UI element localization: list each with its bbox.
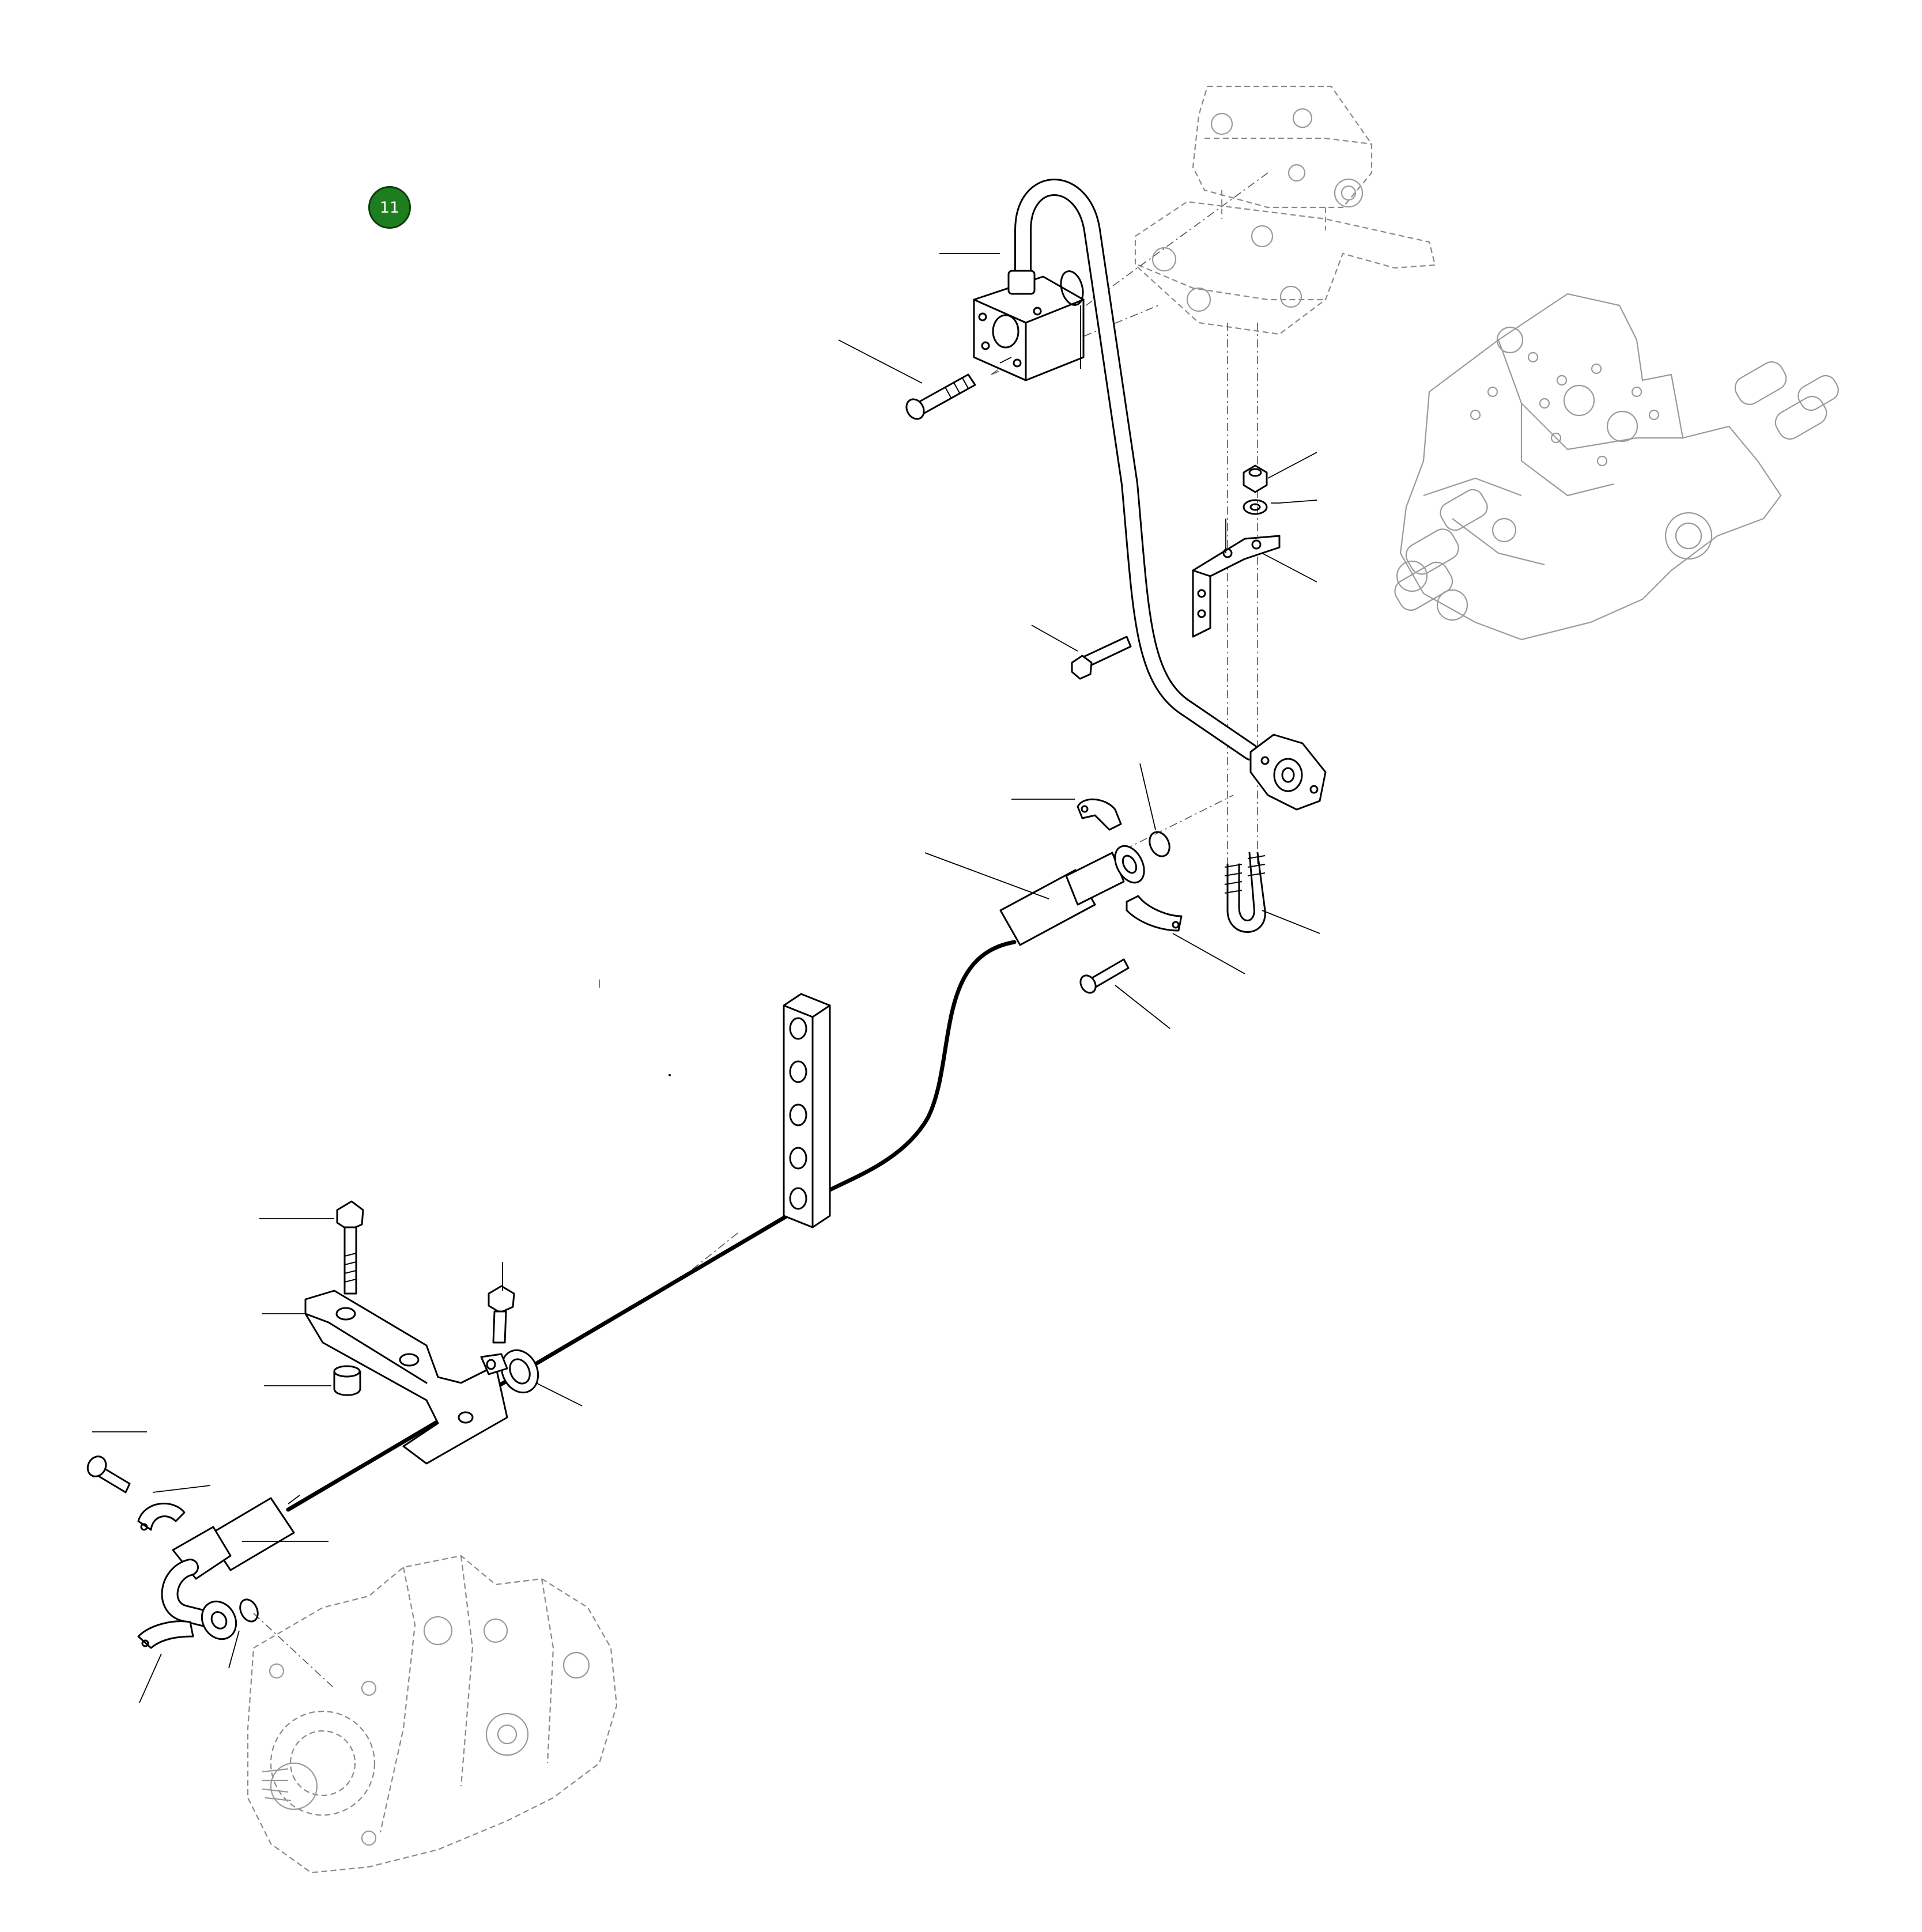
flexible-hose	[286, 940, 1017, 1512]
flange-bolt-lower-left	[336, 1200, 364, 1295]
callout-number: 11	[379, 198, 400, 217]
split-flange-half-lower-lower	[137, 1620, 194, 1649]
bolt-clamp	[488, 1285, 515, 1344]
spacer-sleeve	[333, 1365, 361, 1396]
u-bolt	[1224, 852, 1266, 933]
rigid-pipe-top	[1014, 179, 1259, 761]
p-clamp	[480, 1349, 539, 1394]
bolt-top	[905, 373, 976, 420]
square-flange-block	[973, 270, 1085, 381]
o-ring-top	[1060, 270, 1084, 306]
bolt-middle	[1071, 636, 1132, 680]
ghost-control-valve-right	[1394, 293, 1839, 641]
hose-clamp-plate	[783, 993, 831, 1228]
pipe-bracket	[1192, 535, 1281, 638]
bracket-lower-left	[304, 1290, 508, 1465]
o-ring-lower	[239, 1598, 259, 1623]
stray-mark	[669, 1074, 671, 1076]
split-flange-half-lower	[1126, 895, 1183, 932]
bolt-lower-left	[86, 1455, 131, 1494]
hose-fitting-lower	[161, 1497, 295, 1640]
nut-and-washer	[1243, 464, 1268, 515]
round-flange-pipe-end	[1249, 734, 1327, 811]
bolt-lower-middle	[1079, 958, 1130, 994]
o-ring-middle	[1149, 831, 1170, 857]
hose-fitting-upper	[999, 845, 1145, 946]
callout-badge[interactable]: 11	[368, 186, 411, 229]
leader-lines	[92, 253, 1320, 1703]
split-flange-half-upper	[1077, 798, 1122, 831]
ghost-valve-block-top	[1134, 85, 1436, 335]
split-flange-half-lower-upper	[137, 1503, 186, 1531]
ghost-pump-bottom-left	[247, 1555, 618, 1874]
